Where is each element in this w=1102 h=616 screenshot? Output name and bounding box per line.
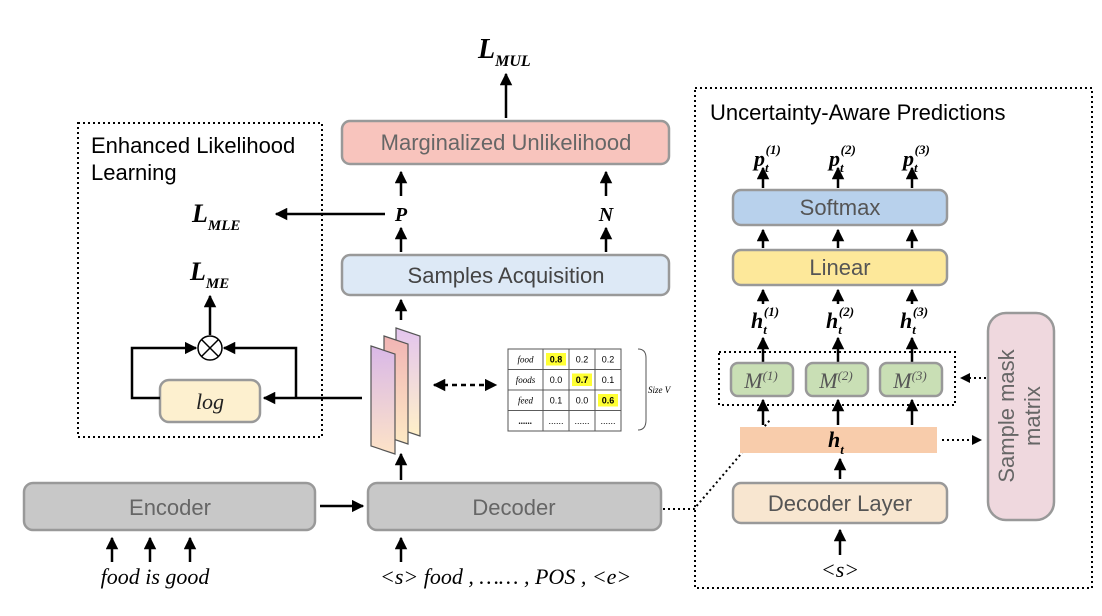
table-row-value: ...... [548, 416, 563, 426]
zoom-connector [663, 419, 771, 510]
linear-box [731, 248, 949, 287]
h-t-1: ht(1) [751, 304, 779, 337]
decoder-layer-box [731, 481, 949, 525]
table-row-value: 0.1 [602, 375, 615, 385]
h-t-2: ht(2) [826, 304, 854, 337]
encoder-input-text: food is good [101, 564, 211, 589]
sample-mask-matrix-box [986, 311, 1056, 522]
sample-mask-label-1: Sample mask [994, 348, 1019, 482]
table-row-value: 0.6 [602, 395, 615, 405]
enhanced-likelihood-panel [77, 122, 323, 438]
arrow-log-left-loop [130, 341, 198, 400]
n-label: N [598, 204, 615, 226]
distribution-stack [370, 327, 421, 455]
prediction-heads: pt(1) ht(1) M(1) pt(2) ht(2) M(2) pt(3) ht(3) M(… [729, 142, 944, 425]
softmax-label: Softmax [800, 195, 881, 220]
s-token-label: <s> [821, 557, 859, 582]
highlight-cell [572, 373, 592, 386]
table-cell [594, 410, 622, 432]
softmax-box [731, 188, 949, 227]
loss-mul: LMUL [477, 34, 531, 70]
samples-acquisition-label: Samples Acquisition [408, 263, 605, 288]
mask-label-3: M(3) [892, 368, 927, 393]
decoder-input-text: <s> food , …… , POS , <e> [380, 564, 631, 589]
table-row-value: 0.7 [576, 375, 589, 385]
table-row-value: 0.0 [576, 395, 589, 405]
ht-bar [740, 427, 937, 453]
decoder-label: Decoder [472, 495, 555, 520]
loss-mle: LMLE [191, 199, 240, 234]
enhanced-title-line1: Enhanced Likelihood [91, 133, 295, 158]
marginalized-unlikelihood-box [340, 119, 671, 166]
p-t-3: pt(3) [901, 142, 930, 175]
log-box [158, 378, 262, 424]
marginalized-unlikelihood-label: Marginalized Unlikelihood [381, 130, 632, 155]
table-row-word: feed [518, 395, 533, 405]
table-row-word: food [517, 354, 534, 364]
highlight-cell [546, 353, 566, 366]
probability-table: food 0.8 0.2 0.2 foods 0.0 0.7 0.1 feed 0.1 0.0 0.6… [507, 348, 622, 432]
uncertainty-panel [694, 87, 1093, 589]
table-row-word: foods [516, 375, 536, 385]
table-row-value: ...... [600, 416, 615, 426]
size-v-label: Size V [648, 385, 672, 395]
loss-me: LME [189, 257, 229, 292]
mask-group [718, 351, 956, 406]
h-t-3: ht(3) [900, 304, 928, 337]
table-row-value: 0.1 [550, 395, 563, 405]
encoder-label: Encoder [129, 495, 211, 520]
table-row-value: 0.0 [550, 375, 563, 385]
samples-acquisition-box [340, 253, 671, 297]
decoder-box [366, 481, 663, 532]
mask-label-1: M(1) [743, 368, 778, 393]
table-row-word: ...... [519, 416, 533, 426]
mask-box-2 [804, 361, 870, 398]
p-t-1: pt(1) [752, 142, 781, 175]
highlight-cell [598, 394, 618, 407]
size-v-bracket [637, 348, 647, 431]
table-row-value: 0.2 [602, 354, 615, 364]
linear-label: Linear [809, 255, 870, 280]
sample-mask-label-2: matrix [1020, 386, 1045, 446]
uncertainty-title: Uncertainty-Aware Predictions [710, 100, 1006, 125]
enhanced-title-line2: Learning [91, 160, 177, 185]
ht-label: ht [828, 427, 844, 457]
arrow-right-loop [222, 341, 298, 398]
mask-box-3 [878, 361, 944, 398]
table-row-value: 0.2 [576, 354, 589, 364]
mask-label-2: M(2) [818, 368, 853, 393]
p-t-2: pt(2) [827, 142, 856, 175]
table-row-value: ...... [574, 416, 589, 426]
log-label: log [196, 389, 224, 414]
p-label: P [394, 204, 408, 226]
encoder-box [22, 481, 317, 532]
decoder-layer-label: Decoder Layer [768, 491, 912, 516]
table-row-value: 0.8 [550, 354, 563, 364]
mask-box-1 [729, 361, 795, 398]
